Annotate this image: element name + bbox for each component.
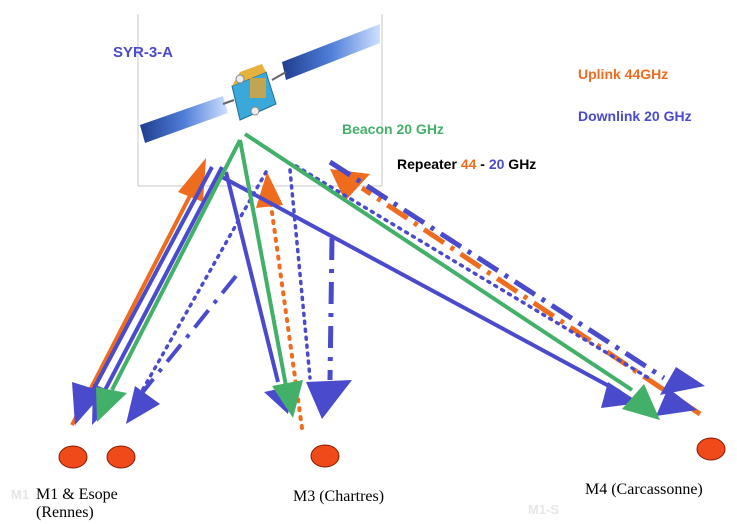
beacon-m4-arrowhead <box>622 384 660 420</box>
beacon-m1-line <box>110 139 242 391</box>
downlink-m3-line <box>224 171 280 383</box>
legend-repeater: Repeater 44 - 20 GHz <box>397 156 536 172</box>
uplink-m1-line <box>70 185 197 426</box>
uplink-m4-arrowhead <box>330 169 370 201</box>
downlink-m4-line <box>221 175 621 394</box>
repeater-separator: - <box>476 156 489 172</box>
downlink-m1-dotted <box>136 170 268 400</box>
satellite-icon <box>140 24 380 143</box>
downlink-m4-dotted <box>294 164 654 382</box>
downlink-m1-line-a <box>90 166 214 393</box>
downlink-m4-dashdot <box>328 159 666 381</box>
beacon-links <box>96 132 660 422</box>
repeater-uplink-freq: 44 <box>460 156 477 172</box>
beacon-m4-line <box>243 132 634 392</box>
faint-label-right: M1-S <box>528 502 560 517</box>
satellite-name: SYR-3-A <box>113 44 174 61</box>
station-m4-marker <box>696 437 726 461</box>
downlink-m1-line-b <box>102 166 224 393</box>
legend-beacon: Beacon 20 GHz <box>342 121 444 137</box>
downlink-m1-dashdot <box>136 274 238 400</box>
station-m1-name: M1 & Esope <box>36 486 118 503</box>
station-m1-location: (Rennes) <box>36 504 94 521</box>
repeater-prefix: Repeater <box>397 156 461 172</box>
station-m4-label: M4 (Carcassonne) <box>585 481 703 498</box>
uplink-m1-arrowhead <box>178 158 206 202</box>
uplink-m4-line <box>360 185 702 417</box>
repeater-downlink-freq: 20 <box>488 156 505 172</box>
downlink-m3-dotted <box>288 168 312 380</box>
beacon-m3-arrowhead <box>272 380 303 418</box>
station-m3-marker <box>310 444 340 468</box>
downlink-links <box>72 159 705 425</box>
beacon-m3-line <box>238 139 288 387</box>
downlink-m3-dashdot <box>327 237 335 381</box>
downlink-m4-arrowhead-b <box>660 367 705 395</box>
beacon-m1-arrowhead <box>96 387 127 422</box>
ground-stations <box>58 437 726 469</box>
downlink-m4-arrowhead-c <box>656 388 697 416</box>
station-esope-marker <box>106 445 136 469</box>
legend-downlink: Downlink 20 GHz <box>578 108 692 124</box>
downlink-m3-arrowhead-b <box>306 380 352 419</box>
repeater-suffix: GHz <box>504 156 537 172</box>
legend-uplink: Uplink 44GHz <box>578 66 669 82</box>
station-m3-label: M3 (Chartres) <box>293 488 385 505</box>
downlink-m1-arrowhead-c <box>126 386 160 424</box>
faint-label-left: M1 <box>11 487 30 502</box>
station-m1-label: M1 & Esope(Rennes) <box>36 486 118 522</box>
station-m1-marker <box>58 445 88 469</box>
